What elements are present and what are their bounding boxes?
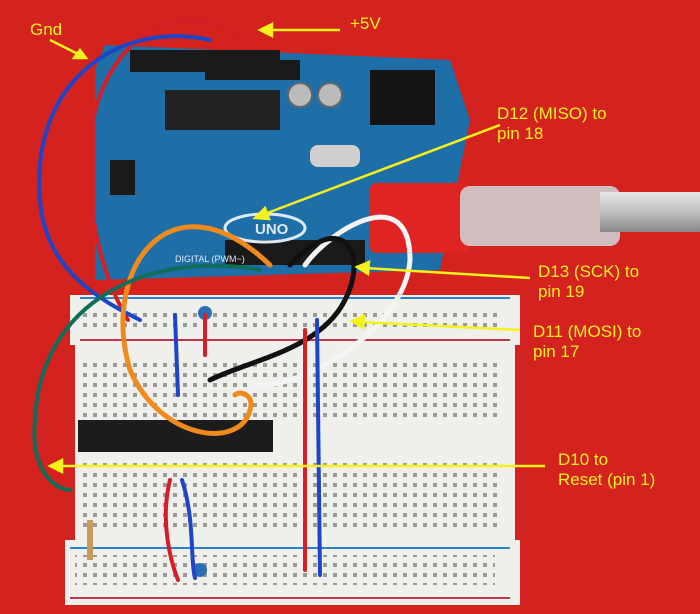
miso-arrow <box>252 123 501 221</box>
header-text: DIGITAL (PWM~) <box>175 254 245 264</box>
wire-orange <box>120 224 273 436</box>
capacitor <box>287 82 313 108</box>
mosi-label: D11 (MOSI) to pin 17 <box>533 322 642 361</box>
annotation-arrows <box>47 21 545 475</box>
wire-white <box>252 214 413 388</box>
breadboard <box>65 295 520 605</box>
wires <box>32 18 413 582</box>
icsp-header <box>110 160 135 195</box>
usb-connector <box>370 183 470 253</box>
sck-label: D13 (SCK) to pin 19 <box>538 262 640 301</box>
capacitor-blue <box>193 563 207 577</box>
wire-red <box>87 18 242 322</box>
miso-label: D12 (MISO) to pin 18 <box>497 104 607 143</box>
mosi-arrow <box>349 314 521 332</box>
jumper-blue <box>180 478 197 580</box>
gnd-arrow <box>49 38 89 60</box>
plus5v-label: +5V <box>350 14 381 33</box>
arduino-board: UNO DIGITAL (PWM~) <box>95 45 470 280</box>
wire-blue <box>37 34 212 322</box>
power-jack <box>370 70 435 125</box>
wire-black <box>207 236 357 383</box>
plus5v-arrow <box>257 21 340 39</box>
wire-green <box>32 263 262 492</box>
gnd-label: Gnd <box>30 20 63 39</box>
crystal <box>310 145 360 167</box>
jumper-blue <box>315 318 322 577</box>
brand-text: UNO <box>255 221 289 238</box>
sck-arrow <box>354 260 531 280</box>
jumper-blue <box>173 313 180 397</box>
reset-arrow <box>47 457 545 475</box>
jumper-red <box>163 478 180 582</box>
atmega-chip <box>165 90 280 130</box>
usb-cable <box>370 183 700 253</box>
capacitor <box>317 82 343 108</box>
power-header <box>205 60 300 80</box>
reset-label: D10 to Reset (pin 1) <box>558 450 656 489</box>
